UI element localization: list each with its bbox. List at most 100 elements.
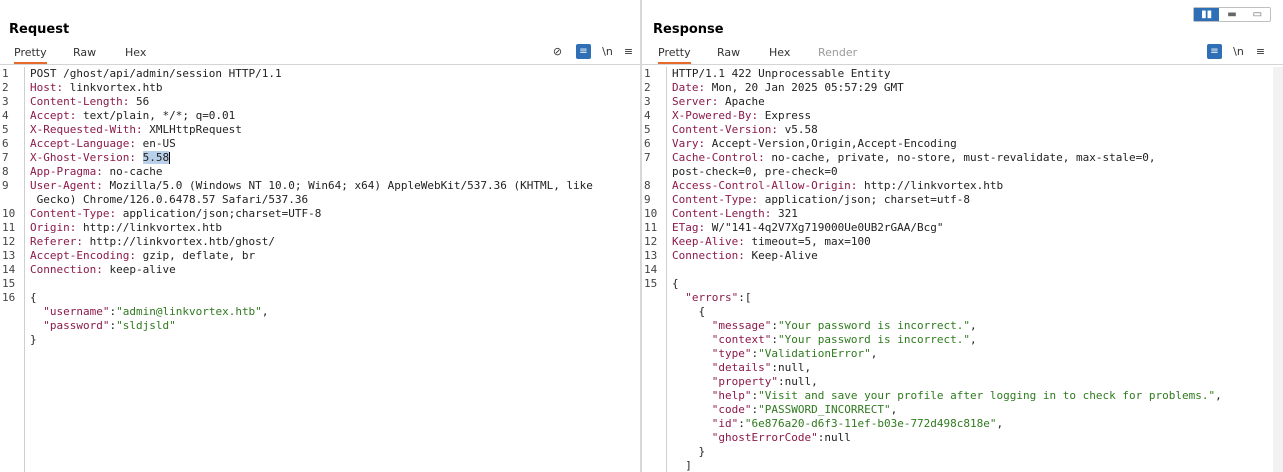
json-brace: } [30, 333, 37, 346]
header-value: W/"141-4q2V7Xg719000Ue0UB2rGAA/Bcg" [705, 221, 944, 234]
line-number: 2 [2, 81, 9, 94]
header-value: Gecko) Chrome/126.0.6478.57 Safari/537.3… [30, 193, 309, 206]
tab-render[interactable]: Render [818, 46, 858, 59]
line-number: 1 [644, 67, 651, 80]
json-key: "password" [43, 319, 110, 332]
header-x-powered-by: X-Powered-By: Express [672, 109, 1279, 123]
line-number: 13 [2, 249, 16, 262]
header-content-type: Content-Type: application/json; charset=… [672, 193, 1279, 207]
header-value: gzip, deflate, br [135, 249, 256, 262]
request-title: Request [9, 22, 70, 37]
header-key: Cache-Control: [672, 151, 765, 164]
header-value: keep-alive [102, 263, 176, 276]
header-user-agent-wrap: Gecko) Chrome/126.0.6478.57 Safari/537.3… [30, 193, 636, 207]
json-type: "type":"ValidationError", [711, 347, 878, 360]
header-server: Server: Apache [672, 95, 1279, 109]
tab-pretty[interactable]: Pretty [658, 46, 691, 64]
header-value: en-US [135, 137, 176, 150]
response-toolbar: ≡ \n ≡ [1201, 44, 1271, 59]
json-string: "Your password is incorrect." [777, 333, 971, 346]
header-key: Accept: [30, 109, 77, 122]
line-number: 5 [2, 123, 9, 136]
header-content-length: Content-Length: 56 [30, 95, 636, 109]
menu-icon[interactable]: ≡ [623, 45, 634, 58]
header-key: ETag: [672, 221, 706, 234]
line-number: 13 [644, 249, 658, 262]
json-string: "6e876a20-d6f3-11ef-b03e-772d498c818e" [744, 417, 997, 430]
word-wrap-icon[interactable]: ≡ [1207, 44, 1222, 59]
header-value: Mozilla/5.0 (Windows NT 10.0; Win64; x64… [102, 179, 593, 192]
split-vertical-icon[interactable]: ▬ [1227, 9, 1237, 20]
json-string: "sldjsld" [116, 319, 176, 332]
line-number: 7 [2, 151, 9, 164]
tab-hex[interactable]: Hex [125, 46, 147, 59]
json-key: "details" [711, 361, 772, 374]
line-number: 1 [2, 67, 9, 80]
tab-pretty[interactable]: Pretty [14, 46, 47, 64]
response-editor[interactable]: 1 2 3 4 5 6 7 8 9 10 11 12 13 14 15 HTTP… [642, 67, 1283, 472]
menu-icon[interactable]: ≡ [1255, 45, 1266, 58]
blank-line [30, 277, 636, 291]
header-value: application/json;charset=UTF-8 [116, 207, 322, 220]
json-details: "details":null, [711, 361, 812, 374]
request-toolbar: ⊘ ≡ \n ≡ [528, 44, 633, 59]
split-horizontal-icon[interactable]: ▮▮ [1194, 8, 1220, 21]
tab-hex[interactable]: Hex [769, 46, 791, 59]
json-key: "code" [711, 403, 752, 416]
header-date: Date: Mon, 20 Jan 2025 05:57:29 GMT [672, 81, 1279, 95]
header-value: http://linkvortex.htb/ghost/ [82, 235, 276, 248]
word-wrap-icon[interactable]: ≡ [576, 44, 591, 59]
header-key: Connection: [30, 263, 103, 276]
header-cache-control: Cache-Control: no-cache, private, no-sto… [672, 151, 1279, 165]
response-code[interactable]: HTTP/1.1 422 Unprocessable Entity Date: … [672, 67, 1279, 472]
header-value: Apache [718, 95, 765, 108]
header-connection: Connection: keep-alive [30, 263, 636, 277]
pane-divider[interactable] [640, 0, 642, 472]
json-brace: } [698, 445, 706, 458]
json-string: "admin@linkvortex.htb" [116, 305, 262, 318]
request-code[interactable]: POST /ghost/api/admin/session HTTP/1.1 H… [30, 67, 636, 347]
json-property: "property":null, [711, 375, 818, 388]
header-value: no-cache, private, no-store, must-revali… [764, 151, 1156, 164]
json-string: "PASSWORD_INCORRECT" [758, 403, 891, 416]
json-string: "Your password is incorrect." [777, 319, 971, 332]
json-key: "property" [711, 375, 778, 388]
header-value: 56 [129, 95, 150, 108]
header-value: Express [758, 109, 812, 122]
line-number: 4 [2, 109, 9, 122]
header-key: Content-Length: [672, 207, 772, 220]
header-key: Accept-Encoding: [30, 249, 136, 262]
line-number: 9 [644, 193, 651, 206]
json-key: "type" [711, 347, 752, 360]
tabs-layout-icon[interactable]: ▭ [1252, 9, 1263, 20]
header-origin: Origin: http://linkvortex.htb [30, 221, 636, 235]
request-tabs: Pretty Raw Hex [0, 44, 640, 65]
json-bracket: :[ [738, 291, 752, 304]
request-editor[interactable]: 1 2 3 4 5 6 7 8 9 10 11 12 13 14 15 16 P… [0, 67, 640, 472]
tab-raw[interactable]: Raw [73, 46, 97, 59]
header-content-length: Content-Length: 321 [672, 207, 1279, 221]
response-scrollbar[interactable] [1273, 67, 1283, 472]
request-pane: Request Pretty Raw Hex ⊘ ≡ \n ≡ 1 2 3 4 … [0, 0, 640, 472]
json-key: "ghostErrorCode" [711, 431, 818, 444]
newline-toggle-icon[interactable]: \n [602, 45, 613, 58]
json-key: "context" [711, 333, 772, 346]
json-username: "username":"admin@linkvortex.htb", [43, 305, 269, 318]
json-array-close: ] [672, 459, 1279, 472]
tab-raw[interactable]: Raw [717, 46, 741, 59]
header-referer: Referer: http://linkvortex.htb/ghost/ [30, 235, 636, 249]
line-number [642, 165, 666, 179]
hide-nonprintable-icon[interactable]: ⊘ [552, 45, 563, 58]
header-connection: Connection: Keep-Alive [672, 249, 1279, 263]
header-value: 321 [771, 207, 798, 220]
header-app-pragma: App-Pragma: no-cache [30, 165, 636, 179]
line-number: 10 [2, 207, 16, 220]
line-number: 8 [644, 179, 651, 192]
header-key: Keep-Alive: [672, 235, 745, 248]
header-value: Keep-Alive [744, 249, 818, 262]
json-id: "id":"6e876a20-d6f3-11ef-b03e-772d498c81… [711, 417, 1004, 430]
layout-switch[interactable]: ▮▮ ▬ ▭ [1193, 7, 1271, 22]
selected-text: 5.58 [142, 151, 170, 164]
json-errors: "errors":[ [672, 291, 1279, 305]
newline-toggle-icon[interactable]: \n [1233, 45, 1244, 58]
